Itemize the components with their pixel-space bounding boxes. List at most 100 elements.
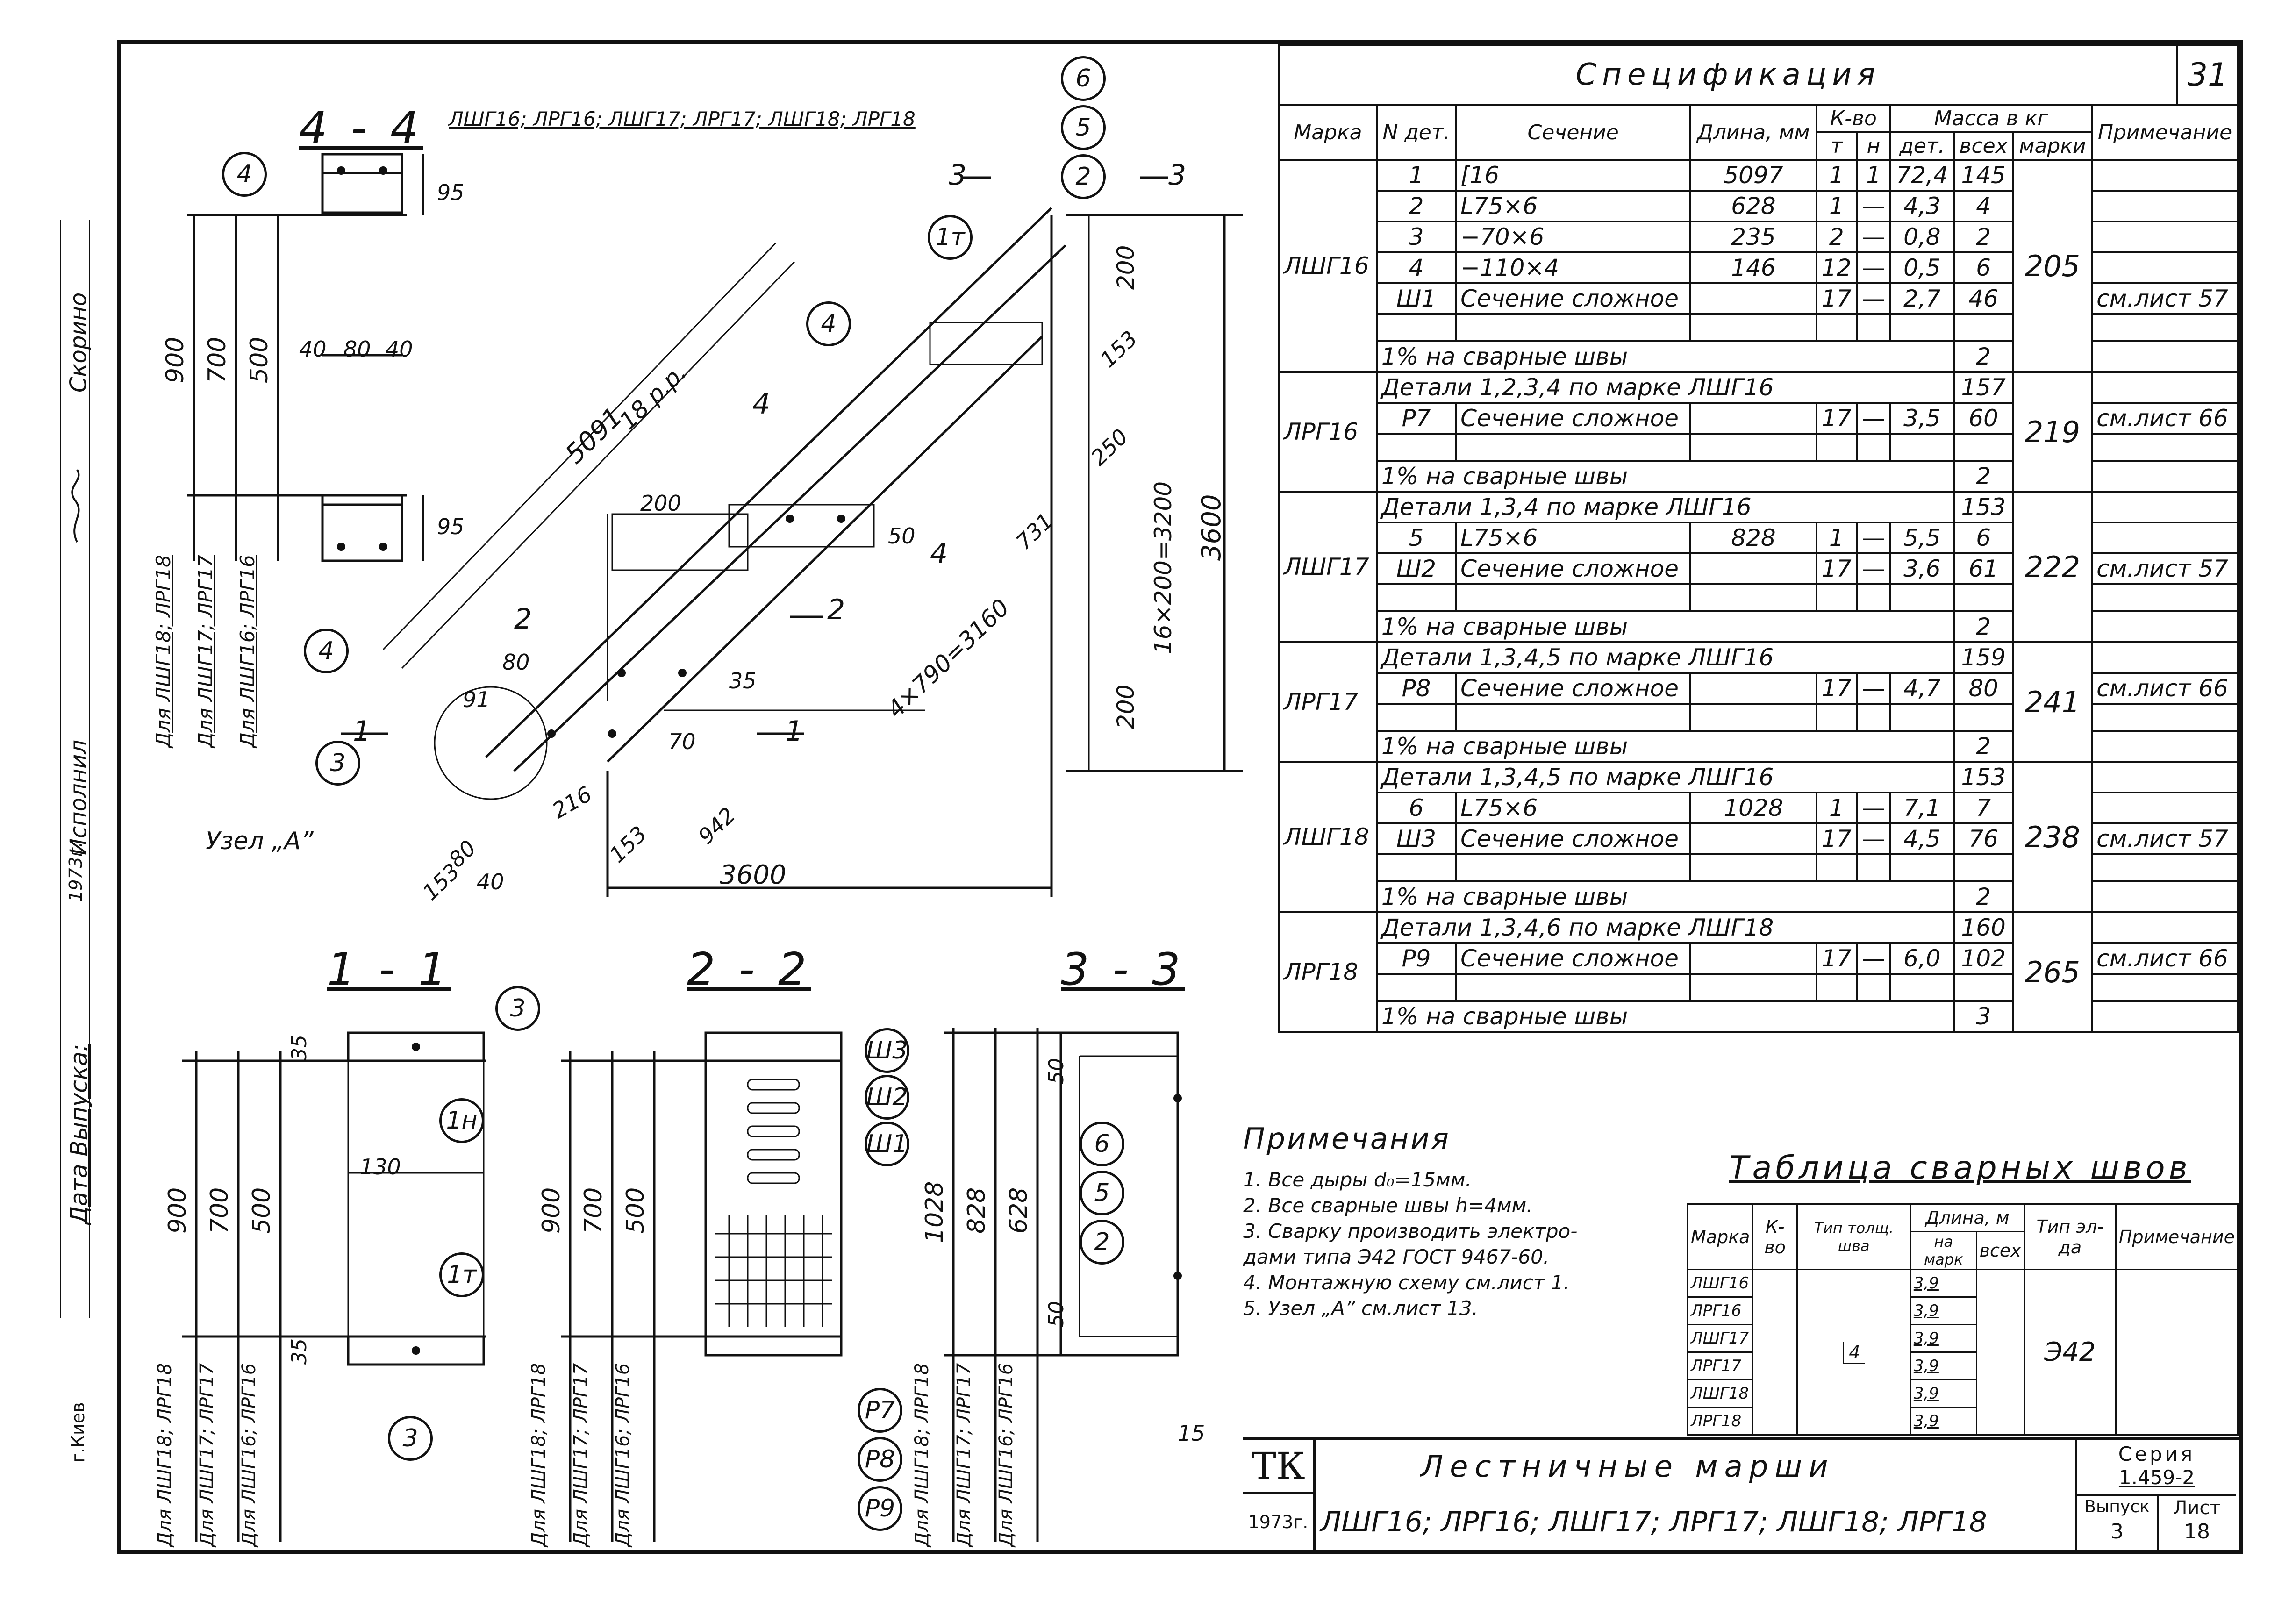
- spec-cell-section: [16: [1455, 159, 1692, 192]
- hdr-mass-all: всех: [1953, 131, 2014, 161]
- spec-cell-md: 3,6: [1889, 552, 1955, 585]
- cut-4a: 4: [752, 388, 771, 421]
- spec-cell-section: L75×6: [1455, 792, 1692, 824]
- section-4-4-marks: ЛШГ16; ЛРГ16; ЛШГ17; ЛРГ17; ЛШГ18; ЛРГ18: [449, 107, 916, 130]
- bubble-4-main: 4: [806, 301, 851, 346]
- spec-cell-ma: 2: [1953, 610, 2014, 643]
- spec-row: [1279, 703, 2239, 732]
- weld-cell-qty: [1752, 1269, 1798, 1436]
- stamp-marks: ЛШГ16; ЛРГ16; ЛШГ17; ЛРГ17; ЛШГ18; ЛРГ18: [1320, 1506, 1987, 1538]
- spec-cell-length: 5097: [1689, 159, 1817, 192]
- spec-cell-det: [1375, 853, 1457, 882]
- spec-cell-det: [1375, 433, 1457, 462]
- spec-cell-section: 1% на сварные швы: [1375, 880, 1955, 913]
- spec-cell-det: Р7: [1375, 402, 1457, 435]
- spec-cell-n: 1: [1855, 159, 1892, 192]
- weld-cell-mark: ЛШГ16: [1687, 1269, 1754, 1298]
- weld-table-title: Таблица сварных швов: [1729, 1150, 2191, 1186]
- dim-500: 500: [245, 336, 273, 383]
- bubble-sh2: Ш2: [865, 1075, 909, 1120]
- drawing-frame: [117, 40, 2243, 1554]
- spec-cell-length: [1689, 973, 1817, 1002]
- spec-cell-md: 2,7: [1889, 282, 1955, 315]
- cut-3b: 3: [1168, 159, 1187, 192]
- section-4-4-title: 4 - 4: [299, 103, 423, 154]
- series-label: Серия: [2118, 1443, 2196, 1465]
- bubble-sh3: Ш3: [865, 1028, 909, 1073]
- spec-cell-det: Ш2: [1375, 552, 1457, 585]
- spec-cell-n: —: [1855, 552, 1892, 585]
- weld-cell-all: [1975, 1269, 2025, 1436]
- stamp-title: Лестничные марши: [1421, 1450, 1835, 1484]
- cut-3a: 3: [949, 159, 967, 192]
- spec-cell-mark: ЛРГ18: [1278, 911, 1378, 1033]
- spec-cell-note: [2091, 583, 2239, 612]
- spec-cell-n: [1855, 853, 1892, 882]
- weld-table: Марка К-во Тип толщ. шва Длина, м Тип эл…: [1687, 1203, 2239, 1436]
- dim-3600v: 3600: [1196, 494, 1227, 561]
- dim-500b: 500: [248, 1187, 276, 1234]
- stringer-top: [485, 207, 1052, 758]
- spec-cell-section: 1% на сварные швы: [1375, 730, 1955, 763]
- spec-cell-note: см.лист 66: [2091, 402, 2239, 435]
- spec-cell-length: [1689, 853, 1817, 882]
- spec-cell-t: 17: [1815, 822, 1858, 855]
- note-item: 5. Узел „А” см.лист 13.: [1243, 1297, 1478, 1320]
- sheet-number: 31: [2176, 44, 2239, 106]
- spec-cell-length: [1689, 313, 1817, 342]
- dim-40b: 40: [386, 336, 413, 362]
- spec-cell-note: [2091, 761, 2239, 793]
- vlabel-16-c: Для ЛШГ16; ЛРГ16: [612, 1363, 634, 1547]
- spec-cell-ma: 160: [1953, 911, 2014, 944]
- spec-cell-ma: 2: [1953, 730, 2014, 763]
- sheet-label: Лист: [2173, 1497, 2221, 1519]
- spec-cell-t: 17: [1815, 402, 1858, 435]
- spec-cell-note: [2091, 313, 2239, 342]
- spec-cell-ma: 159: [1953, 641, 2014, 674]
- spec-cell-length: [1689, 282, 1817, 315]
- spec-cell-n: —: [1855, 251, 1892, 284]
- dim-200c: 200: [1112, 684, 1139, 729]
- spec-cell-det: Ш1: [1375, 282, 1457, 315]
- spec-cell-section: Сечение сложное: [1455, 672, 1692, 705]
- spec-cell-mark: ЛРГ16: [1278, 371, 1378, 493]
- section-1-1-title: 1 - 1: [327, 944, 451, 995]
- dim-900c: 900: [537, 1187, 565, 1234]
- hdr-length: Длина, мм: [1689, 104, 1817, 161]
- bubble-3-main: 3: [315, 741, 360, 786]
- spec-cell-section: [1455, 973, 1692, 1002]
- strip-line-2: [89, 220, 90, 1318]
- spec-cell-n: —: [1855, 672, 1892, 705]
- spec-cell-length: [1689, 402, 1817, 435]
- vlabel-18-b: Для ЛШГ18; ЛРГ18: [154, 1363, 176, 1547]
- spec-cell-t: 2: [1815, 221, 1858, 253]
- spec-cell-n: —: [1855, 221, 1892, 253]
- bubble-3-bottom: 3: [388, 1416, 433, 1461]
- dim-50: 50: [888, 523, 916, 549]
- spec-cell-note: см.лист 66: [2091, 672, 2239, 705]
- spec-cell-n: [1855, 313, 1892, 342]
- spec-cell-ma: 157: [1953, 371, 2014, 404]
- weld-hdr-eltype: Тип эл-да: [2023, 1203, 2117, 1270]
- vlabel-17-a: Для ЛШГ17; ЛРГ17: [194, 555, 217, 748]
- spec-cell-note: [2091, 491, 2239, 523]
- issue-value: 3: [2110, 1520, 2124, 1544]
- spec-cell-n: —: [1855, 402, 1892, 435]
- dim-900b: 900: [164, 1187, 192, 1234]
- weld-cell-len: 3,9: [1910, 1324, 1977, 1353]
- spec-row: [1279, 853, 2239, 882]
- spec-cell-section: 1% на сварные швы: [1375, 1000, 1955, 1033]
- spec-cell-section: [1455, 853, 1692, 882]
- weld-hdr-note: Примечание: [2115, 1203, 2239, 1270]
- spec-cell-md: 4,5: [1889, 822, 1955, 855]
- spec-cell-ma: 76: [1953, 822, 2014, 855]
